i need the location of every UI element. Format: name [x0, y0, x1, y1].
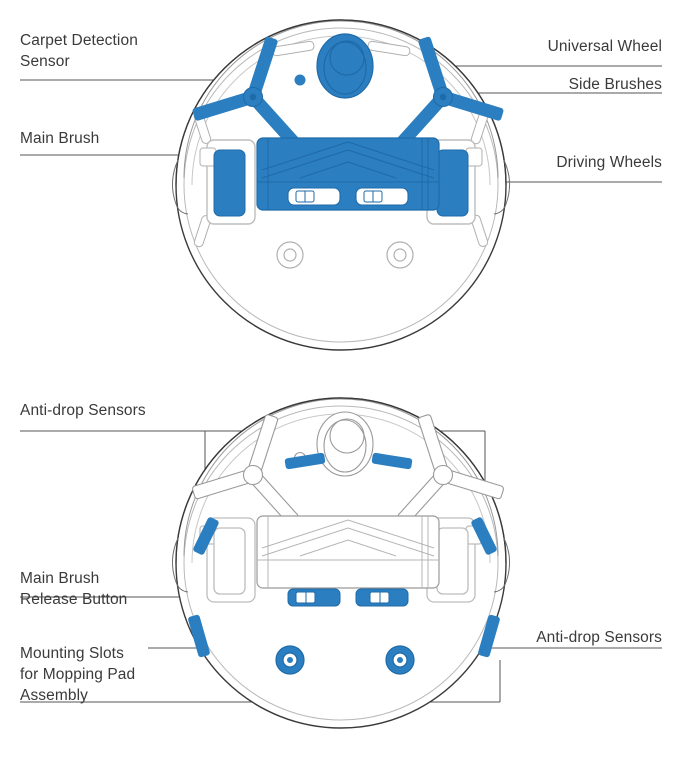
side-brush-hub-center [439, 93, 447, 101]
main-brush-body [256, 515, 440, 589]
main-brush-chevrons [261, 519, 435, 557]
mop-mount-post-inner [393, 248, 407, 262]
side-brush-hub [432, 464, 454, 486]
side-brush-left [192, 36, 299, 147]
side-brush-left-outline [192, 414, 299, 525]
main-brush-chevrons [261, 141, 435, 179]
side-brush-bristle [397, 93, 447, 147]
mounting-slot-center [397, 657, 403, 663]
figure-top-view [20, 19, 662, 351]
anti-drop-sensor [478, 614, 500, 658]
universal-wheel-housing [316, 411, 374, 477]
mop-mount-post-inner [283, 248, 297, 262]
label-universal-wheel: Universal Wheel [547, 38, 662, 55]
anti-drop-sensors [188, 452, 500, 658]
universal-wheel [316, 33, 374, 99]
label-anti-drop-sensors-right: Anti-drop Sensors [536, 629, 662, 646]
main-brush-body [256, 137, 440, 211]
anti-drop-sensor [371, 452, 413, 470]
main-brush-release-latches [287, 187, 409, 206]
side-brush-right-outline [397, 414, 504, 525]
main-brush-chevron [261, 149, 435, 179]
main-brush-chevron [299, 539, 397, 557]
side-brush-right [397, 36, 504, 147]
side-brush-bristle [192, 91, 255, 121]
anti-drop-sensor [188, 614, 210, 658]
vent-slot [367, 40, 411, 57]
bumper-notch-right [493, 159, 510, 215]
label-carpet-detection-sensor: Carpet Detection Sensor [20, 32, 138, 70]
main-brush-chevron [261, 519, 435, 549]
universal-wheel-roller [329, 40, 365, 76]
main-brush-chevron [261, 141, 435, 171]
driving-wheel-left-outline [199, 517, 256, 603]
bumper-notch-left [172, 537, 189, 593]
mounting-slot-center [287, 657, 293, 663]
side-brush-bristle [418, 36, 449, 99]
side-brush-hub [242, 464, 264, 486]
mop-mounting-slots [275, 645, 415, 675]
main-brush-assembly [256, 137, 440, 211]
anti-drop-sensor [284, 452, 326, 470]
side-brush-hub-center [249, 93, 257, 101]
bumper-notch-left [172, 159, 189, 215]
carpet-detection-sensor [294, 74, 306, 86]
universal-wheel-rim [323, 419, 367, 473]
driving-wheel-left [199, 139, 256, 225]
universal-wheel-outline [316, 411, 374, 477]
label-mounting-slots: Mounting Slots for Mopping Pad Assembly [20, 645, 136, 704]
bumper-notch-right [493, 537, 510, 593]
driving-wheel-tread [213, 149, 246, 217]
mop-mount-posts-top [276, 241, 414, 269]
universal-wheel-rim [323, 41, 367, 95]
side-brush-bristle [249, 93, 299, 147]
label-main-brush-release-button: Main Brush Release Button [20, 570, 128, 608]
figure-bottom-view [20, 397, 662, 729]
anti-drop-sensor [193, 517, 219, 555]
label-main-brush: Main Brush [20, 130, 100, 147]
chassis-inner-circle [183, 27, 499, 343]
driving-wheel-tread [436, 527, 469, 595]
main-brush-assembly-outline [256, 515, 440, 589]
driving-wheel-tread [213, 527, 246, 595]
universal-wheel-roller [329, 418, 365, 454]
side-brush-bristle [441, 91, 504, 121]
universal-wheel-housing [316, 33, 374, 99]
side-brush-bristle [247, 36, 278, 99]
chassis-inner-circle [183, 405, 499, 721]
label-driving-wheels: Driving Wheels [556, 154, 662, 171]
label-anti-drop-sensors-top: Anti-drop Sensors [20, 402, 146, 419]
main-brush-chevron [261, 527, 435, 557]
main-brush-chevron [299, 161, 397, 179]
main-brush-release-buttons [287, 588, 409, 607]
anti-drop-sensor [471, 517, 497, 555]
vent-slots [193, 40, 489, 248]
label-side-brushes: Side Brushes [568, 76, 662, 93]
